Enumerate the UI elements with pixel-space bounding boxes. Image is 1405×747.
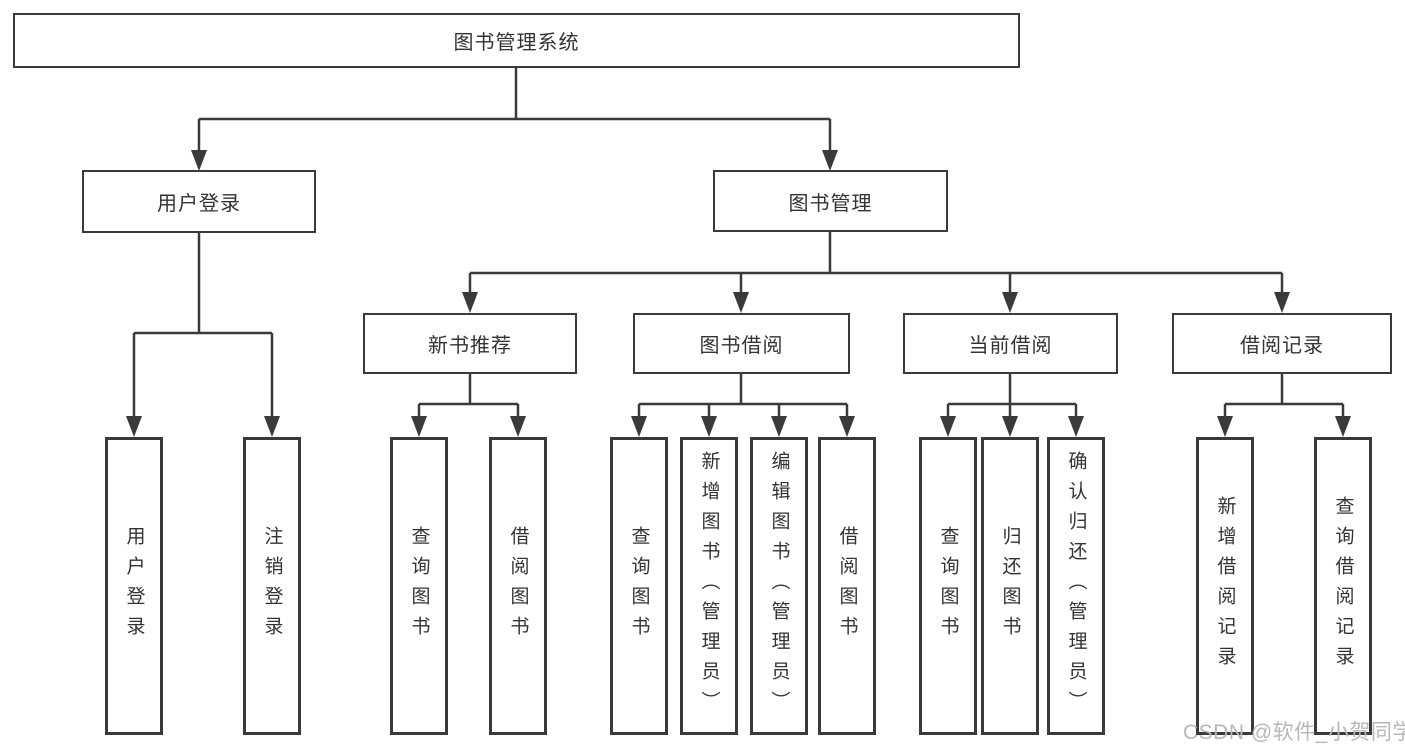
leaf-query-books-2: 查询图书 bbox=[610, 437, 668, 735]
node-book-management-label: 图书管理 bbox=[788, 192, 873, 215]
leaf-query-borrow-record-label: 查询借阅记录 bbox=[1332, 496, 1354, 676]
leaf-edit-book-admin: 编辑图书（管理员） bbox=[750, 437, 808, 735]
leaf-add-book-admin: 新增图书（管理员） bbox=[680, 437, 738, 735]
leaf-add-borrow-record-label: 新增借阅记录 bbox=[1214, 496, 1236, 676]
leaf-query-books-3: 查询图书 bbox=[919, 437, 977, 735]
node-new-book-recommend-label: 新书推荐 bbox=[428, 335, 512, 357]
node-borrow-records: 借阅记录 bbox=[1172, 313, 1392, 374]
node-book-management: 图书管理 bbox=[713, 170, 948, 232]
node-book-borrowing-label: 图书借阅 bbox=[699, 335, 784, 357]
leaf-add-book-admin-label: 新增图书（管理员） bbox=[698, 451, 720, 721]
leaf-borrow-books-2-label: 借阅图书 bbox=[836, 526, 858, 646]
node-borrow-records-label: 借阅记录 bbox=[1240, 335, 1324, 357]
node-library-system: 图书管理系统 bbox=[13, 13, 1020, 68]
node-book-borrowing: 图书借阅 bbox=[633, 313, 850, 374]
leaf-confirm-return-admin: 确认归还（管理员） bbox=[1047, 437, 1105, 735]
leaf-query-books-1: 查询图书 bbox=[390, 437, 448, 735]
leaf-return-books: 归还图书 bbox=[981, 437, 1039, 735]
connector-stems bbox=[132, 68, 1345, 418]
leaf-add-borrow-record: 新增借阅记录 bbox=[1196, 437, 1254, 735]
leaf-query-borrow-record: 查询借阅记录 bbox=[1314, 437, 1372, 735]
node-user-login: 用户登录 bbox=[82, 170, 316, 233]
node-user-login-label: 用户登录 bbox=[157, 193, 241, 215]
csdn-watermark: CSDN @软件_小贺同学 bbox=[1183, 721, 1405, 744]
node-new-book-recommend: 新书推荐 bbox=[363, 313, 577, 374]
leaf-confirm-return-admin-label: 确认归还（管理员） bbox=[1065, 451, 1087, 721]
leaf-logout-label: 注销登录 bbox=[261, 526, 283, 646]
leaf-borrow-books-2: 借阅图书 bbox=[818, 437, 876, 735]
leaf-user-login-label: 用户登录 bbox=[123, 526, 145, 646]
leaf-query-books-1-label: 查询图书 bbox=[408, 526, 430, 646]
leaf-user-login: 用户登录 bbox=[105, 437, 163, 735]
connector-arrowheads bbox=[126, 150, 1351, 437]
leaf-edit-book-admin-label: 编辑图书（管理员） bbox=[768, 451, 790, 721]
leaf-borrow-books-1: 借阅图书 bbox=[489, 437, 547, 735]
leaf-query-books-3-label: 查询图书 bbox=[937, 526, 959, 646]
leaf-return-books-label: 归还图书 bbox=[999, 526, 1021, 646]
leaf-borrow-books-1-label: 借阅图书 bbox=[507, 526, 529, 646]
leaf-query-books-2-label: 查询图书 bbox=[628, 526, 650, 646]
node-library-system-label: 图书管理系统 bbox=[453, 32, 580, 54]
node-current-borrowing: 当前借阅 bbox=[903, 313, 1118, 374]
node-current-borrowing-label: 当前借阅 bbox=[968, 335, 1053, 357]
leaf-logout: 注销登录 bbox=[243, 437, 301, 735]
